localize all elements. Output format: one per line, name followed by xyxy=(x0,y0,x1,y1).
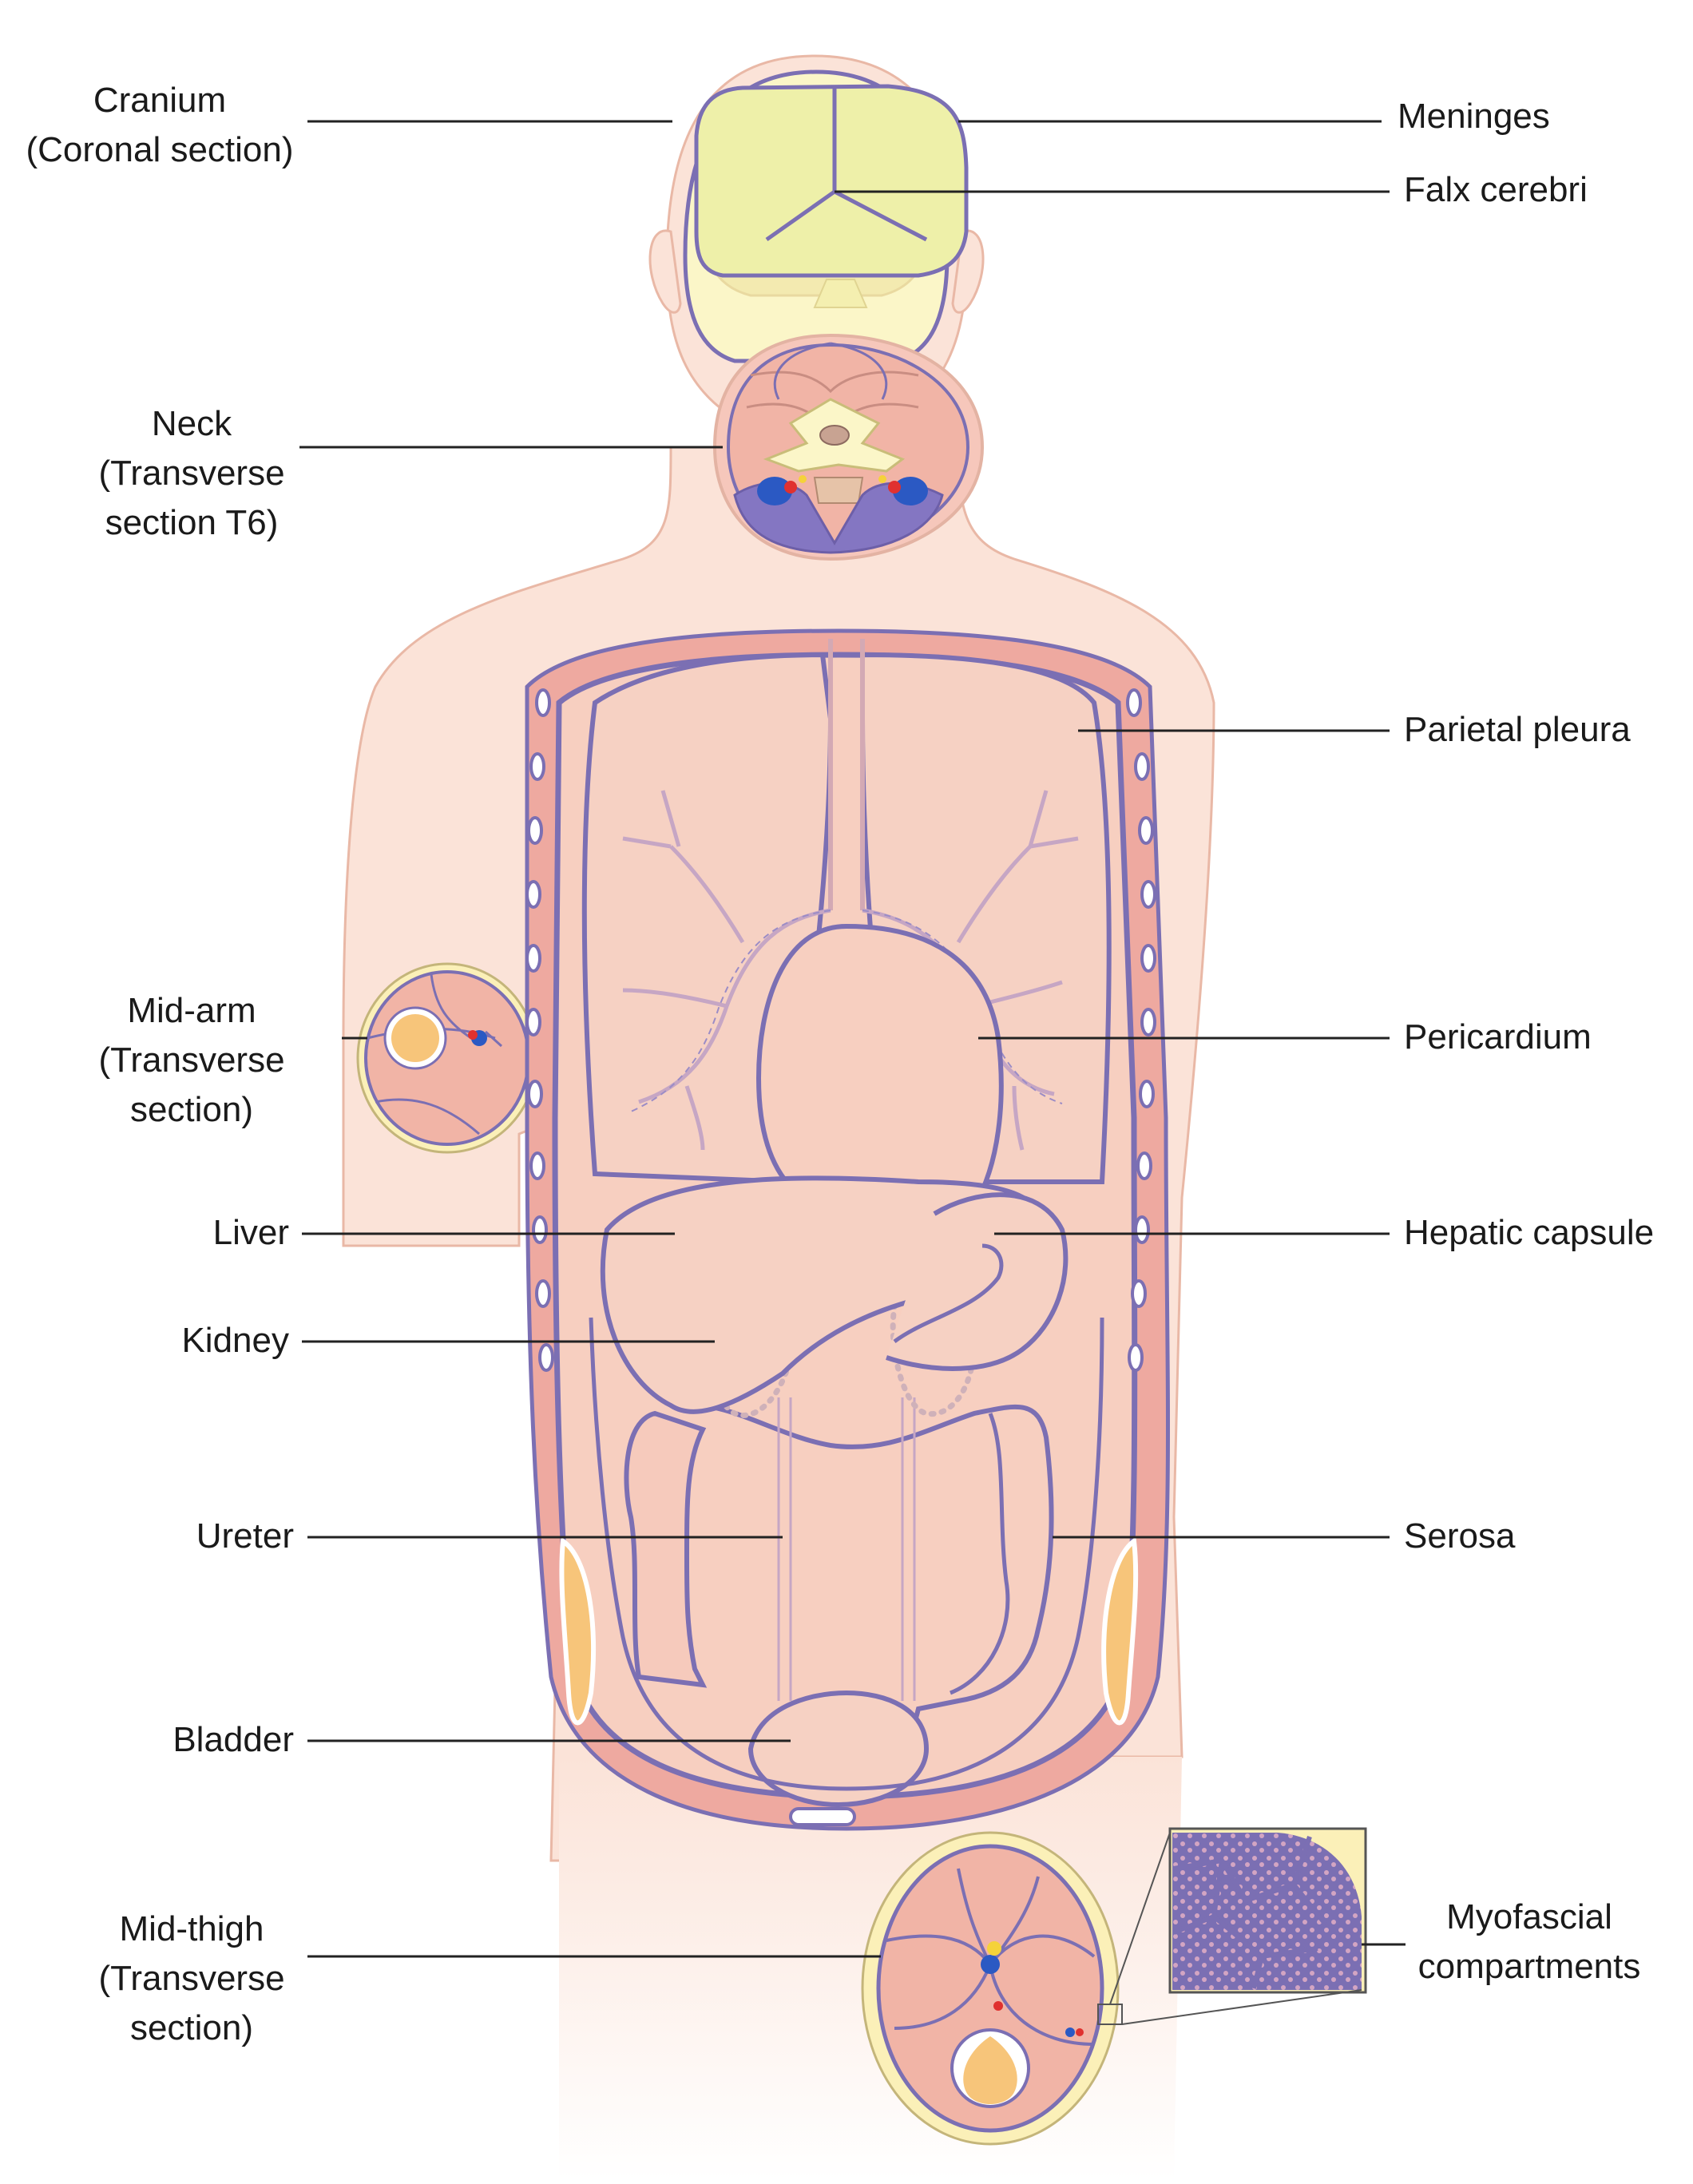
leader-lines xyxy=(299,120,1406,1958)
label-neck: Neck (Transverse section T6) xyxy=(98,404,285,542)
neck-section xyxy=(712,333,985,561)
iliac-left xyxy=(559,1536,597,1726)
colon xyxy=(624,1410,708,1688)
label-mid-thigh: Mid-thigh (Transverse section) xyxy=(98,1909,285,2047)
thigh-vessels xyxy=(981,1955,1000,1974)
arm-artery xyxy=(468,1030,478,1040)
label-liver: Liver xyxy=(212,1213,289,1252)
mid-thigh-section xyxy=(861,1831,1120,2146)
label-serosa: Serosa xyxy=(1404,1516,1516,1556)
myofascial-inset xyxy=(1097,1827,1367,2025)
iliac-right xyxy=(1101,1536,1139,1726)
label-hepatic-capsule: Hepatic capsule xyxy=(1404,1213,1655,1252)
label-meninges: Meninges xyxy=(1398,97,1550,136)
label-bladder: Bladder xyxy=(172,1720,294,1759)
bladder xyxy=(747,1690,930,1808)
falx-cerebri xyxy=(765,88,928,242)
pericardium xyxy=(755,923,1004,1208)
trachea xyxy=(828,639,865,910)
neck-artery-left xyxy=(784,481,797,493)
label-myofascial-compartments: Myofascial compartments xyxy=(1417,1897,1641,1986)
cranium-section xyxy=(683,69,969,363)
peritoneal-serosa xyxy=(589,1317,1104,1791)
stomach xyxy=(886,1192,1069,1371)
brain-coronal xyxy=(694,84,969,278)
label-pericardium: Pericardium xyxy=(1404,1017,1592,1056)
neck-vein-right xyxy=(893,477,928,505)
ribs-right xyxy=(1126,688,1156,1372)
label-cranium: Cranium (Coronal section) xyxy=(26,81,294,169)
abdominal-organs xyxy=(589,1175,1104,1808)
label-ureter: Ureter xyxy=(196,1516,294,1556)
femur-marrow xyxy=(963,2036,1017,2104)
label-parietal-pleura: Parietal pleura xyxy=(1404,710,1631,749)
neck-vein-left xyxy=(757,477,792,505)
mid-arm-section xyxy=(356,962,538,1154)
arm-bone-marrow xyxy=(391,1014,439,1062)
label-mid-arm: Mid-arm (Transverse section) xyxy=(98,991,285,1129)
label-falx-cerebri: Falx cerebri xyxy=(1404,170,1588,209)
label-kidney: Kidney xyxy=(181,1321,289,1360)
neck-artery-right xyxy=(888,481,901,493)
ribs-left xyxy=(525,688,554,1372)
